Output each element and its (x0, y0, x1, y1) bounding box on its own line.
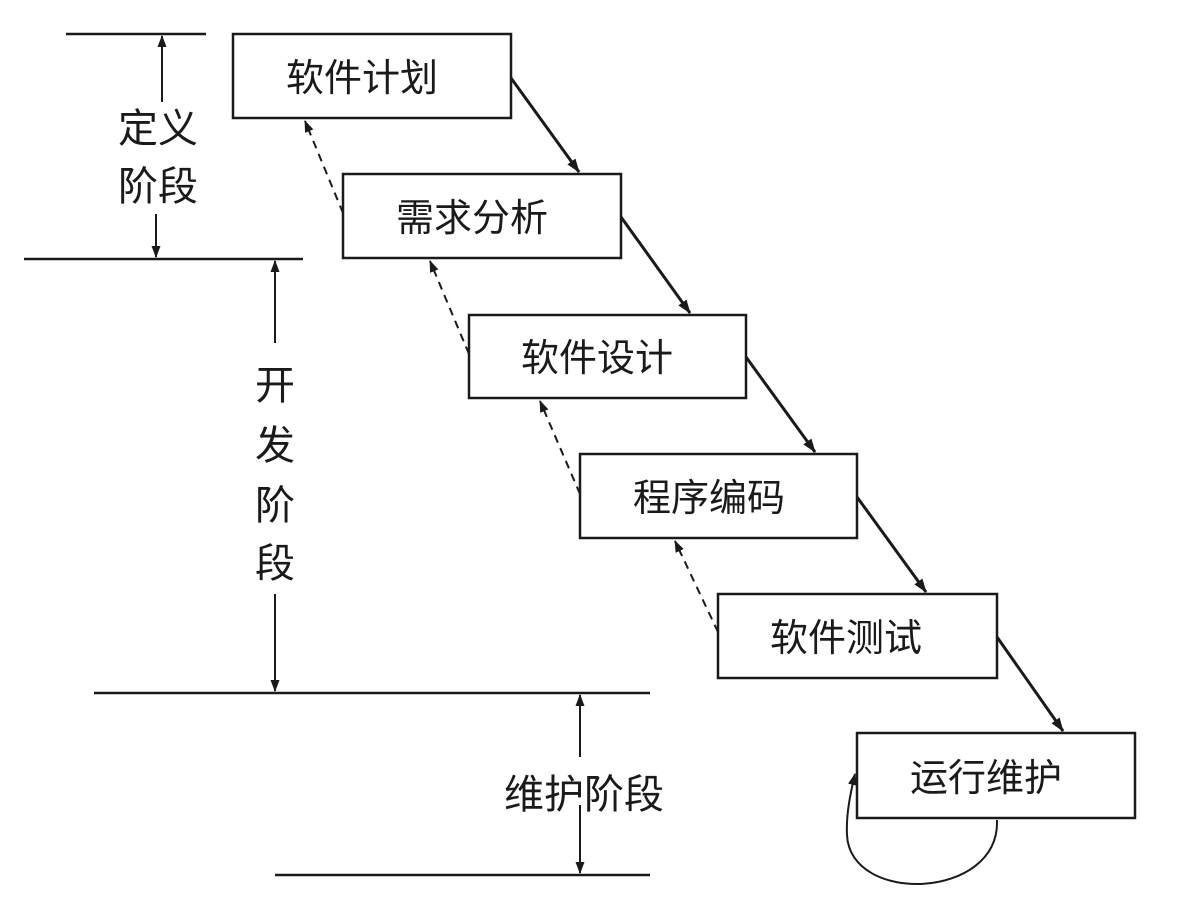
feedback-arrow-test-code (674, 540, 719, 633)
flow-arrow-test-maint (995, 636, 1065, 732)
stage-label: 运行维护 (910, 756, 1062, 800)
stage-label: 软件设计 (521, 336, 673, 380)
stage-label: 软件计划 (286, 56, 438, 100)
definition-phase-label-2: 阶段 (118, 164, 198, 210)
flow-arrow-plan-req (509, 77, 581, 173)
flow-arrow-design-code (744, 356, 817, 453)
stage-plan: 软件计划 (231, 32, 513, 120)
flow-arrow-req-design (619, 216, 692, 314)
stage-maint: 运行维护 (855, 731, 1137, 820)
stage-label: 程序编码 (633, 476, 785, 520)
stage-box (716, 592, 999, 680)
stage-box (467, 313, 748, 400)
definition-phase-label-1: 定义 (118, 106, 198, 152)
feedback-arrow-code-design (539, 400, 581, 495)
development-phase-label-2: 发 (255, 423, 295, 469)
stage-code: 程序编码 (578, 452, 859, 540)
stage-label: 需求分析 (396, 196, 548, 240)
stage-test: 软件测试 (716, 592, 999, 680)
stage-req: 需求分析 (341, 172, 623, 260)
stage-box (341, 172, 623, 260)
maintenance-self-loop-arrow (845, 773, 999, 885)
stage-design: 软件设计 (467, 313, 748, 400)
stage-box (855, 731, 1137, 820)
stage-box (231, 32, 513, 120)
development-phase-label-1: 开 (255, 363, 295, 409)
feedback-arrow-design-req (429, 260, 470, 355)
development-phase-label-3: 阶 (255, 483, 295, 529)
development-phase-label-4: 段 (255, 541, 295, 587)
flow-arrow-code-test (855, 496, 928, 593)
feedback-arrow-req-plan (304, 120, 344, 214)
stage-label: 软件测试 (770, 616, 922, 660)
stage-box (578, 452, 859, 540)
maintenance-phase-label: 维护阶段 (504, 772, 664, 818)
